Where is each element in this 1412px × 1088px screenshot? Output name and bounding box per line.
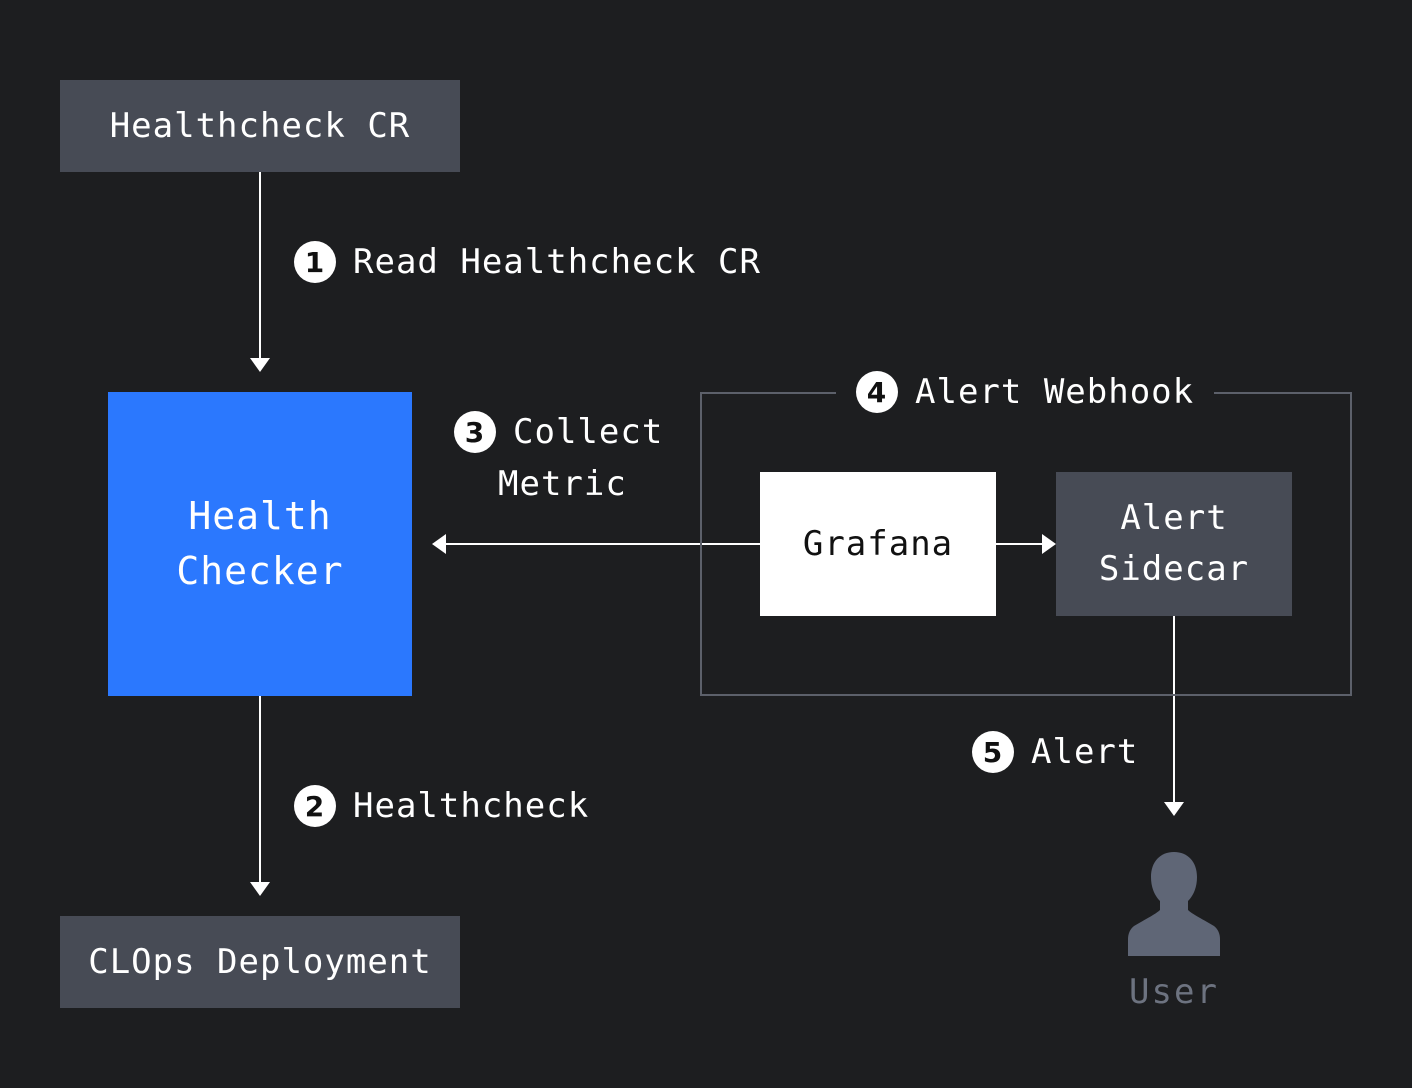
user-icon (1128, 852, 1220, 956)
node-health-checker-label-line1: Health (188, 493, 332, 538)
node-healthcheck-cr[interactable]: Healthcheck CR (60, 80, 460, 172)
arrowhead-healthcheck (250, 882, 270, 896)
arrowhead-read-cr (250, 358, 270, 372)
node-alert-sidecar-label-line2: Sidecar (1098, 549, 1250, 589)
node-grafana[interactable]: Grafana (760, 472, 996, 616)
node-health-checker-label-line2: Checker (176, 549, 344, 593)
group-alert-webhook-label: Alert Webhook (915, 372, 1195, 412)
step-3-label-line2: Metric (498, 462, 627, 506)
step-5-label: 5 Alert (972, 730, 1138, 774)
node-clops-deployment[interactable]: CLOps Deployment (60, 916, 460, 1008)
node-alert-sidecar[interactable]: Alert Sidecar (1056, 472, 1292, 616)
node-alert-sidecar-label-line1: Alert (1120, 498, 1228, 538)
step-2-label: 2 Healthcheck (294, 784, 589, 828)
arrowhead-grafana-sidecar (1042, 534, 1056, 554)
group-alert-webhook-title: 4 Alert Webhook (836, 368, 1215, 416)
node-health-checker[interactable]: Health Checker (108, 392, 412, 696)
arrowhead-collect-metric (432, 534, 446, 554)
node-clops-deployment-label: CLOps Deployment (88, 941, 432, 982)
step-5-badge: 5 (972, 731, 1014, 773)
step-2-text: Healthcheck (353, 786, 590, 826)
user-label: User (1129, 972, 1219, 1012)
node-healthcheck-cr-label: Healthcheck CR (109, 105, 411, 146)
step-3-text-line2: Metric (498, 464, 627, 504)
step-3-text-line1: Collect (513, 412, 664, 452)
step-4-badge: 4 (856, 371, 898, 413)
step-5-text: Alert (1031, 732, 1139, 772)
step-3-badge: 3 (454, 411, 496, 453)
node-grafana-label: Grafana (802, 523, 954, 564)
step-3-label: 3 Collect (454, 410, 663, 454)
step-1-label: 1 Read Healthcheck CR (294, 240, 761, 284)
arrowhead-alert-user (1164, 802, 1184, 816)
step-1-badge: 1 (294, 241, 336, 283)
step-2-badge: 2 (294, 785, 336, 827)
step-1-text: Read Healthcheck CR (353, 242, 761, 282)
